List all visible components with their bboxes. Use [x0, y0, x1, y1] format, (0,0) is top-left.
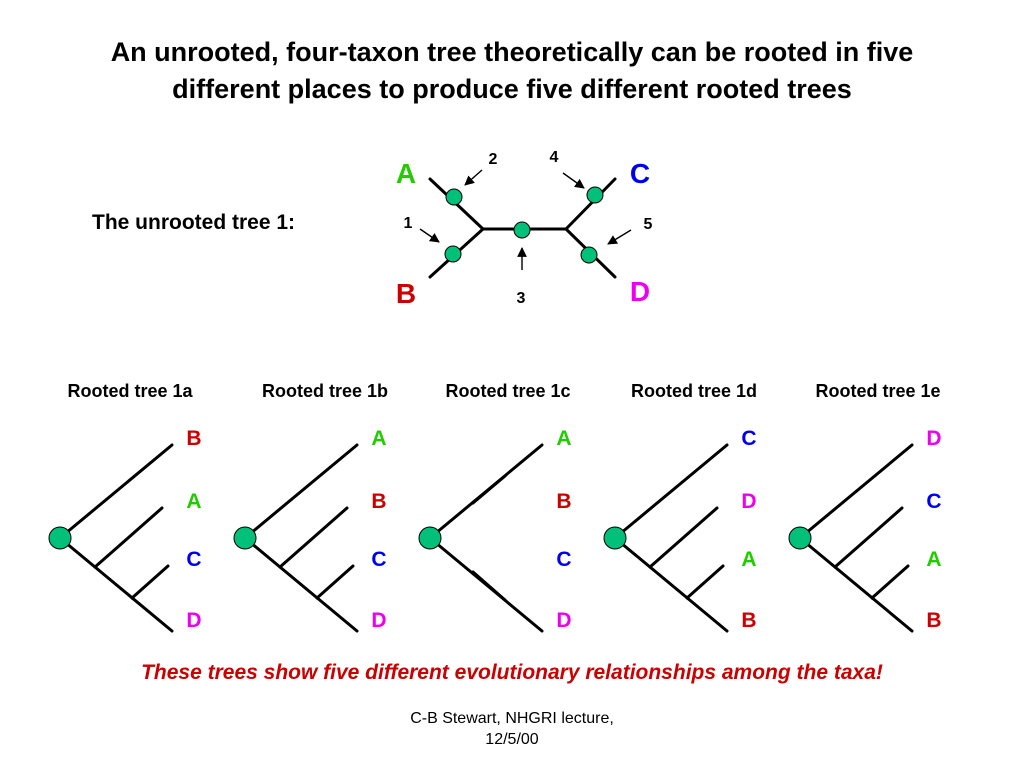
rooted-tree-2-branch-4 — [315, 564, 355, 600]
rooted-tree-4-branch-1 — [613, 443, 729, 540]
rooted-tree-title-1a: Rooted tree 1a — [67, 381, 193, 401]
unrooted-tree-label: The unrooted tree 1: — [92, 211, 296, 234]
rooted-tree-1-leaf-b: B — [186, 427, 201, 450]
rooted-tree-2-leaf-c: C — [371, 548, 386, 571]
rooted-tree-1-branch-4 — [130, 564, 170, 600]
rooted-tree-1-root-node — [48, 526, 72, 550]
rooted-tree-5: D C A B — [788, 427, 942, 633]
rooted-tree-2-leaf-b: B — [371, 490, 386, 513]
unrooted-tree: 1 2 3 4 5 A B C D — [396, 149, 653, 309]
arrow-1 — [419, 228, 440, 243]
rooted-tree-4-leaf-c: C — [741, 427, 756, 450]
rooted-tree-3-leaf-d: D — [556, 609, 571, 632]
rooted-tree-4-leaf-a: A — [741, 548, 756, 571]
rooted-tree-2: A B C D — [233, 427, 387, 633]
rooted-tree-title-1d: Rooted tree 1d — [630, 381, 758, 401]
rooted-tree-5-leaf-d: D — [926, 427, 941, 450]
rooted-tree-title-1e: Rooted tree 1e — [815, 381, 941, 401]
rooted-tree-4: C D A B — [603, 427, 757, 633]
title-line-2: different places to produce five differe… — [172, 74, 852, 104]
rooted-tree-title-1b: Rooted tree 1b — [261, 381, 389, 401]
rooted-tree-5-branch-1 — [798, 443, 914, 540]
rooted-tree-2-root-node — [233, 526, 257, 550]
rooted-tree-title-1c: Rooted tree 1c — [445, 381, 571, 401]
rooted-tree-3: A B C D — [418, 427, 572, 633]
conclusion-text: These trees show five different evolutio… — [141, 661, 883, 684]
root-position-node-2 — [445, 188, 463, 206]
rooted-tree-4-leaf-d: D — [741, 490, 756, 513]
arrow-2 — [464, 169, 483, 186]
rooted-tree-3-root-node — [418, 526, 442, 550]
arrow-4 — [562, 172, 585, 189]
rooted-tree-1-branch-1 — [58, 443, 174, 540]
title-line-1: An unrooted, four-taxon tree theoretical… — [110, 37, 914, 67]
rooted-tree-4-branch-2 — [613, 536, 729, 633]
position-label-1: 1 — [404, 215, 413, 232]
rooted-tree-1-leaf-a: A — [186, 490, 201, 513]
root-position-node-1 — [444, 245, 462, 263]
rooted-tree-4-root-node — [603, 526, 627, 550]
rooted-tree-1-branch-3 — [93, 506, 164, 569]
position-label-4: 4 — [550, 149, 559, 166]
rooted-tree-2-branch-2 — [243, 536, 359, 633]
rooted-tree-1: B A C D — [48, 427, 202, 633]
credit-line-1: C-B Stewart, NHGRI lecture, — [410, 710, 614, 727]
credit: C-B Stewart, NHGRI lecture, 12/5/00 — [362, 708, 662, 750]
rooted-tree-2-branch-1 — [243, 443, 359, 540]
rooted-tree-5-branch-3 — [833, 506, 904, 569]
rooted-tree-1-branch-2 — [58, 536, 174, 633]
rooted-tree-5-leaf-a: A — [926, 548, 941, 571]
taxon-label-a: A — [396, 158, 416, 189]
rooted-tree-4-branch-3 — [648, 506, 719, 569]
rooted-tree-3-branch-3 — [471, 474, 507, 505]
rooted-tree-2-leaf-a: A — [371, 427, 386, 450]
rooted-tree-4-leaf-b: B — [741, 609, 756, 632]
rooted-tree-3-leaf-c: C — [556, 548, 571, 571]
position-label-5: 5 — [644, 216, 653, 233]
rooted-tree-3-branch-4 — [471, 570, 507, 602]
rooted-tree-2-branch-3 — [278, 506, 349, 569]
root-position-node-3 — [513, 221, 531, 239]
arrow-5 — [607, 229, 632, 245]
rooted-tree-5-branch-4 — [870, 564, 910, 600]
rooted-tree-1-leaf-d: D — [186, 609, 201, 632]
credit-line-2: 12/5/00 — [485, 731, 539, 748]
taxon-label-c: C — [630, 158, 650, 189]
root-position-node-5 — [580, 246, 598, 264]
position-label-2: 2 — [489, 151, 498, 168]
rooted-tree-3-leaf-b: B — [556, 490, 571, 513]
root-position-node-4 — [586, 186, 604, 204]
rooted-tree-2-leaf-d: D — [371, 609, 386, 632]
slide-title: An unrooted, four-taxon tree theoretical… — [12, 34, 1012, 108]
rooted-tree-5-leaf-c: C — [926, 490, 941, 513]
rooted-tree-1-leaf-c: C — [186, 548, 201, 571]
rooted-trees: B A C D A B C D A B C D C D A B D C A B — [48, 427, 942, 633]
rooted-tree-5-branch-2 — [798, 536, 914, 633]
rooted-tree-5-root-node — [788, 526, 812, 550]
taxon-label-d: D — [630, 276, 650, 307]
taxon-label-b: B — [396, 278, 416, 309]
position-label-3: 3 — [517, 290, 526, 307]
rooted-tree-5-leaf-b: B — [926, 609, 941, 632]
branch-c — [564, 177, 617, 231]
rooted-tree-3-leaf-a: A — [556, 427, 571, 450]
rooted-tree-4-branch-4 — [685, 564, 725, 600]
